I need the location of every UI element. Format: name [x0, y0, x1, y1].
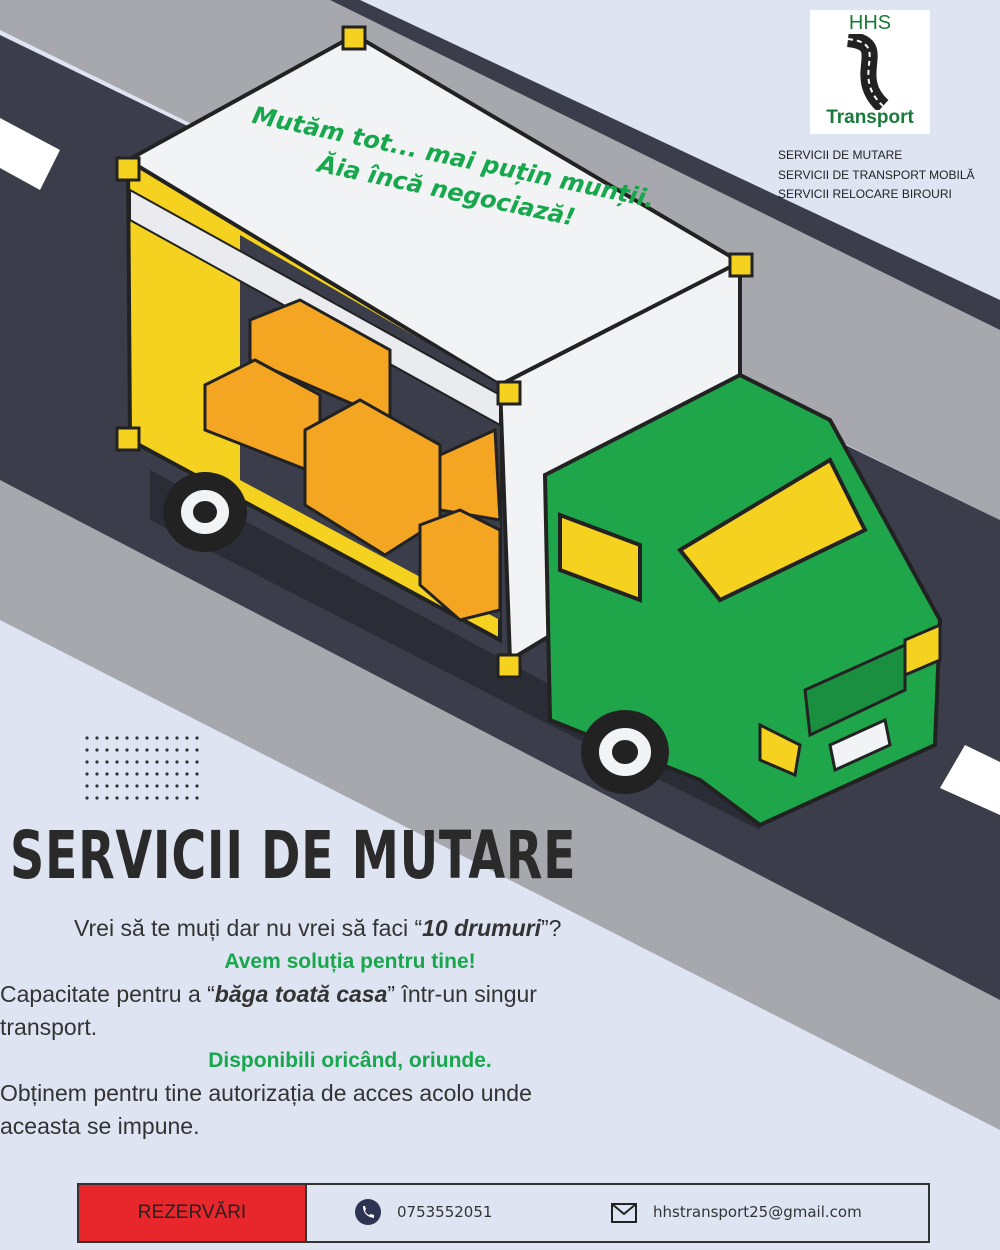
decor-dot	[135, 736, 139, 740]
decor-dot	[125, 736, 129, 740]
decor-dot	[185, 760, 189, 764]
decor-dot	[105, 772, 109, 776]
decor-dot	[165, 736, 169, 740]
decor-dot	[195, 796, 199, 800]
decor-dot	[195, 784, 199, 788]
road-icon	[846, 34, 889, 110]
service-item: SERVICII RELOCARE BIROURI	[778, 187, 952, 201]
decor-dot	[135, 796, 139, 800]
dot-grid-decoration	[85, 736, 199, 800]
decor-dot	[95, 736, 99, 740]
decor-dot	[155, 736, 159, 740]
decor-dot	[95, 748, 99, 752]
description: Vrei să te muți dar nu vrei să faci “10 …	[0, 912, 700, 1143]
decor-dot	[145, 760, 149, 764]
decor-dot	[165, 748, 169, 752]
decor-dot	[155, 784, 159, 788]
decor-dot	[155, 796, 159, 800]
decor-dot	[135, 772, 139, 776]
decor-dot	[125, 748, 129, 752]
decor-dot	[115, 772, 119, 776]
phone-number[interactable]: 0753552051	[397, 1203, 493, 1221]
decor-dot	[165, 760, 169, 764]
service-item: SERVICII DE TRANSPORT MOBILĂ	[778, 167, 975, 182]
decor-dot	[165, 772, 169, 776]
logo-text-top: HHS	[848, 12, 892, 34]
decor-dot	[125, 772, 129, 776]
decor-dot	[185, 736, 189, 740]
decor-dot	[95, 760, 99, 764]
decor-dot	[195, 736, 199, 740]
decor-dot	[175, 772, 179, 776]
services-list: SERVICII DE MUTARE SERVICII DE TRANSPORT…	[778, 146, 975, 205]
decor-dot	[105, 736, 109, 740]
page-title: SERVICII DE MUTARE	[10, 817, 577, 894]
decor-dot	[85, 760, 89, 764]
decor-dot	[195, 760, 199, 764]
decor-dot	[145, 736, 149, 740]
decor-dot	[135, 784, 139, 788]
reservations-button[interactable]: REZERVĂRI	[79, 1185, 307, 1241]
decor-dot	[175, 748, 179, 752]
decor-dot	[85, 784, 89, 788]
copy-line: aceasta se impune.	[0, 1113, 200, 1139]
decor-dot	[145, 796, 149, 800]
decor-dot	[195, 772, 199, 776]
decor-dot	[85, 772, 89, 776]
decor-dot	[165, 784, 169, 788]
copy-line: Vrei să te muți dar nu vrei să faci “10 …	[74, 915, 562, 941]
phone-icon	[355, 1199, 381, 1225]
logo-text-bottom: Transport	[826, 107, 914, 128]
decor-dot	[115, 796, 119, 800]
decor-dot	[115, 784, 119, 788]
decor-dot	[155, 772, 159, 776]
copy-line: Capacitate pentru a “băga toată casa” în…	[0, 981, 537, 1007]
decor-dot	[105, 784, 109, 788]
decor-dot	[105, 796, 109, 800]
decor-dot	[115, 748, 119, 752]
decor-dot	[185, 748, 189, 752]
decor-dot	[105, 760, 109, 764]
service-item: SERVICII DE MUTARE	[778, 148, 903, 162]
decor-dot	[135, 748, 139, 752]
copy-highlight: Disponibili oricând, oriunde.	[208, 1049, 492, 1072]
contact-bar: REZERVĂRI 0753552051 hhstransport25@gmai…	[77, 1183, 930, 1243]
decor-dot	[85, 796, 89, 800]
copy-line: Obținem pentru tine autorizația de acces…	[0, 1080, 532, 1106]
decor-dot	[185, 796, 189, 800]
copy-line: transport.	[0, 1014, 98, 1040]
decor-dot	[85, 748, 89, 752]
decor-dot	[85, 736, 89, 740]
decor-dot	[175, 736, 179, 740]
decor-dot	[145, 748, 149, 752]
decor-dot	[115, 736, 119, 740]
copy-highlight: Avem soluția pentru tine!	[224, 950, 476, 973]
decor-dot	[175, 760, 179, 764]
decor-dot	[125, 784, 129, 788]
decor-dot	[125, 760, 129, 764]
decor-dot	[185, 784, 189, 788]
decor-dot	[175, 784, 179, 788]
decor-dot	[105, 748, 109, 752]
decor-dot	[145, 772, 149, 776]
decor-dot	[175, 796, 179, 800]
decor-dot	[95, 796, 99, 800]
decor-dot	[195, 748, 199, 752]
decor-dot	[115, 760, 119, 764]
email-address[interactable]: hhstransport25@gmail.com	[653, 1203, 862, 1221]
decor-dot	[135, 760, 139, 764]
decor-dot	[125, 796, 129, 800]
decor-dot	[165, 796, 169, 800]
decor-dot	[155, 760, 159, 764]
decor-dot	[145, 784, 149, 788]
decor-dot	[185, 772, 189, 776]
decor-dot	[95, 784, 99, 788]
decor-dot	[155, 748, 159, 752]
company-logo: HHS Transport	[810, 10, 930, 134]
decor-dot	[95, 772, 99, 776]
mail-icon	[611, 1203, 637, 1223]
